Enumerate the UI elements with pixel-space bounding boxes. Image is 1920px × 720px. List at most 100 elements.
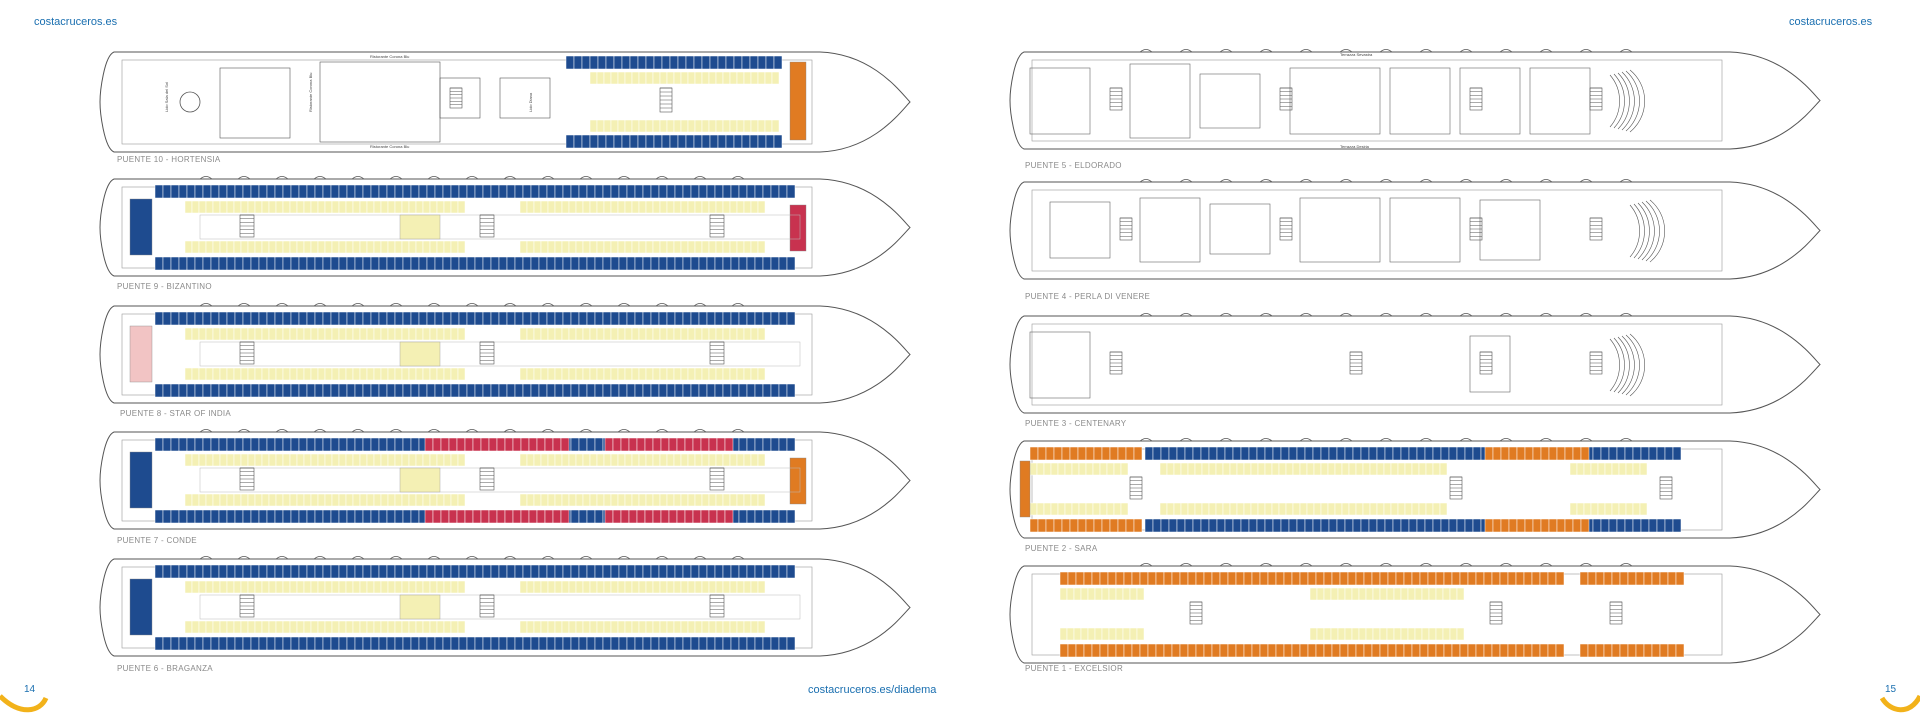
cabin: [1050, 462, 1059, 476]
cabin: [234, 256, 244, 271]
cabin: [770, 256, 780, 271]
cabin: [1136, 627, 1145, 641]
cabin: [1299, 462, 1308, 476]
cabin: [202, 256, 212, 271]
cabin: [338, 311, 348, 326]
cabin: [266, 184, 276, 199]
cabin: [274, 383, 284, 398]
cabin: [1203, 571, 1213, 586]
cabin: [666, 311, 676, 326]
cabin: [474, 564, 484, 579]
cabin: [562, 256, 572, 271]
stairwell: [479, 341, 495, 365]
lifeboat: [579, 556, 593, 560]
room-label-restaurant-top: Ristorante Corona Blu: [370, 54, 409, 59]
cabin: [1339, 643, 1349, 658]
cabin: [338, 383, 348, 398]
cabin: [770, 564, 780, 579]
cabin: [310, 367, 319, 381]
cabin: [715, 580, 724, 594]
cabin: [1632, 502, 1641, 516]
cabin: [1029, 462, 1038, 476]
cabin: [626, 564, 636, 579]
cabin: [1344, 518, 1354, 533]
cabin-row-outer-top-fwd: [1579, 571, 1685, 586]
cabin: [1073, 627, 1082, 641]
cabin: [1163, 643, 1173, 658]
cabin: [666, 383, 676, 398]
cabin: [408, 493, 417, 507]
cabin: [247, 367, 256, 381]
cabin: [268, 200, 277, 214]
cabin: [298, 311, 308, 326]
cabin: [547, 493, 556, 507]
cabin: [1403, 643, 1413, 658]
cabin: [184, 327, 193, 341]
cabin: [573, 55, 583, 70]
cabin: [331, 200, 340, 214]
cabin: [170, 509, 180, 524]
cabin: [394, 311, 404, 326]
cabin: [1421, 587, 1430, 601]
public-room: [1029, 331, 1091, 399]
cabin: [386, 184, 396, 199]
cabin: [1083, 643, 1093, 658]
cabin: [170, 184, 180, 199]
cabin: [1464, 518, 1474, 533]
corridor: [199, 341, 801, 367]
lifeboat: [1459, 179, 1473, 183]
cabin: [568, 453, 577, 467]
cabin: [722, 119, 731, 133]
cabin: [370, 509, 380, 524]
cabin: [424, 509, 434, 524]
stairs-icon: [1130, 476, 1142, 496]
cabin: [594, 509, 604, 524]
cabin: [418, 184, 428, 199]
cabin: [694, 367, 703, 381]
cabin: [1099, 502, 1108, 516]
cabin: [668, 437, 678, 452]
cabin: [154, 383, 164, 398]
cabin: [750, 367, 759, 381]
cabin: [687, 493, 696, 507]
cabin: [1371, 643, 1381, 658]
cabin: [709, 134, 719, 149]
theatre-seats: [1621, 335, 1635, 395]
header-link-right[interactable]: costacruceros.es: [1789, 16, 1873, 28]
cabin: [528, 437, 538, 452]
cabin: [589, 327, 598, 341]
cabin: [366, 620, 375, 634]
cabin: [387, 200, 396, 214]
cabin: [1500, 446, 1510, 461]
cabin: [373, 453, 382, 467]
lifeboat: [503, 429, 517, 433]
cabin: [621, 134, 631, 149]
cabin: [1029, 502, 1038, 516]
cabin: [274, 564, 284, 579]
cabin: [762, 184, 772, 199]
footer-link[interactable]: costacruceros.es/diadema: [808, 684, 937, 696]
cabin: [1080, 587, 1089, 601]
cabin: [401, 620, 410, 634]
cabin: [359, 367, 368, 381]
cabin: [1166, 502, 1175, 516]
cabin: [552, 509, 562, 524]
cabin: [610, 240, 619, 254]
stairwell: [1279, 87, 1293, 111]
cabin: [673, 493, 682, 507]
cabin-row-inner-bottom-aft: [1059, 627, 1145, 641]
cabin: [680, 71, 689, 85]
cabin: [317, 620, 326, 634]
cabin: [1619, 643, 1629, 658]
cabin: [514, 564, 524, 579]
cabin: [638, 580, 647, 594]
cabin: [1208, 462, 1217, 476]
header-link-left[interactable]: costacruceros.es: [34, 16, 118, 28]
cabin: [658, 184, 668, 199]
cabin: [757, 134, 767, 149]
cabin: [415, 580, 424, 594]
cabin: [594, 564, 604, 579]
cabin: [205, 327, 214, 341]
cabin: [480, 437, 490, 452]
cabin: [226, 620, 235, 634]
